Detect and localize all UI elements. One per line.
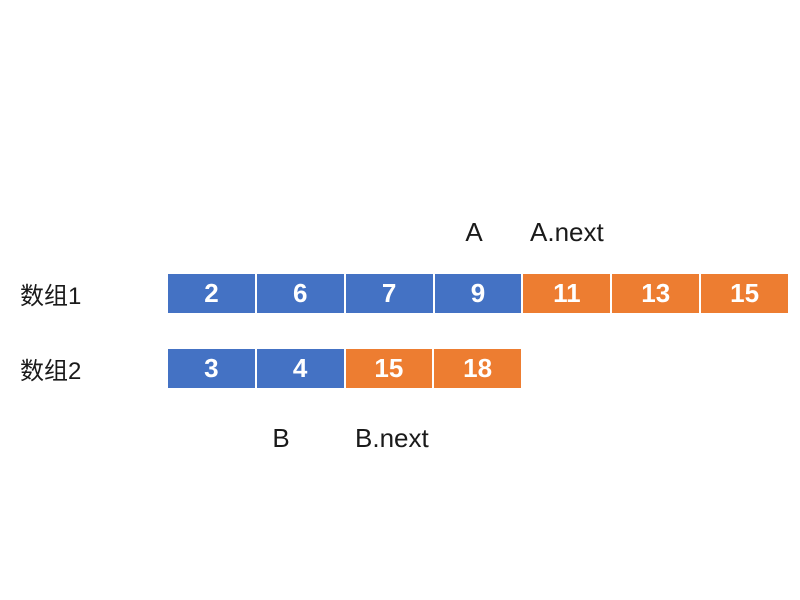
- array-cell: 13: [612, 274, 700, 313]
- pointer-label-a: A: [465, 217, 483, 247]
- array1-label: 数组1: [20, 283, 82, 310]
- pointer-label-b-next: B.next: [355, 423, 429, 453]
- array-cell: 3: [168, 349, 255, 388]
- pointer-label-a-next: A.next: [530, 217, 604, 247]
- array-cell: 15: [345, 349, 433, 388]
- array-cell: 11: [523, 274, 611, 313]
- array-cell: 18: [434, 349, 521, 388]
- array-cell: 9: [434, 274, 522, 313]
- array2-label: 数组2: [20, 358, 82, 385]
- array-cell: 2: [168, 274, 255, 313]
- array-cell: 4: [256, 349, 344, 388]
- array-cell: 15: [701, 274, 789, 313]
- pointer-label-b: B: [272, 423, 290, 453]
- array-cell: 6: [256, 274, 344, 313]
- array-cell: 7: [345, 274, 433, 313]
